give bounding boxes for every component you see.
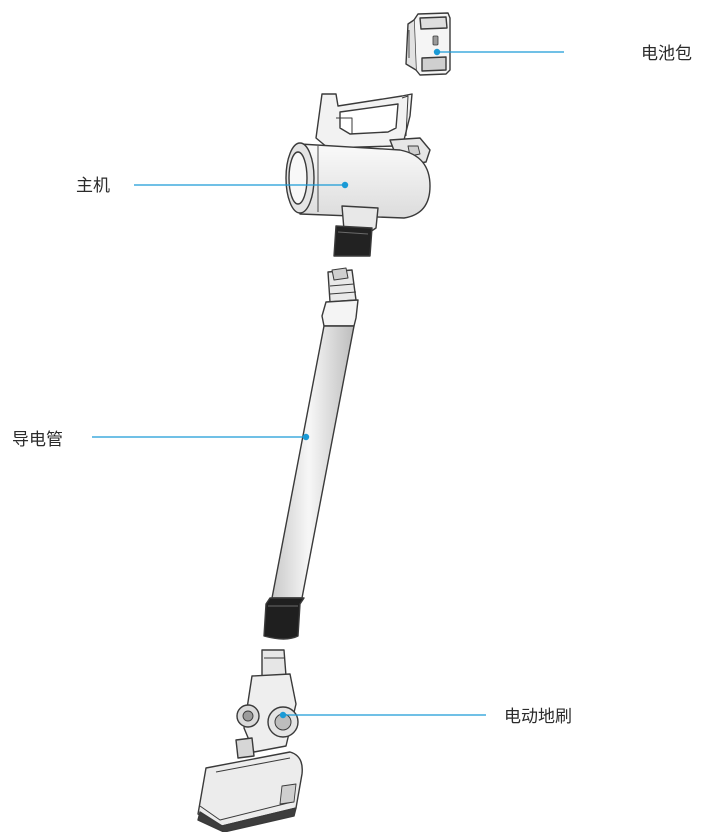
electric-floor-brush — [197, 649, 303, 832]
conductive-tube — [263, 267, 359, 640]
battery-label: 电池包 — [641, 44, 692, 64]
main-unit-leader — [134, 181, 349, 189]
battery-leader — [433, 48, 564, 56]
tube-leader — [92, 433, 310, 441]
battery-pack — [405, 12, 451, 76]
tube-label: 导电管 — [12, 430, 63, 450]
main-unit — [285, 93, 431, 257]
main-unit-label: 主机 — [76, 176, 110, 196]
floor-brush-label: 电动地刷 — [504, 707, 572, 727]
floor-brush-leader — [279, 711, 486, 719]
